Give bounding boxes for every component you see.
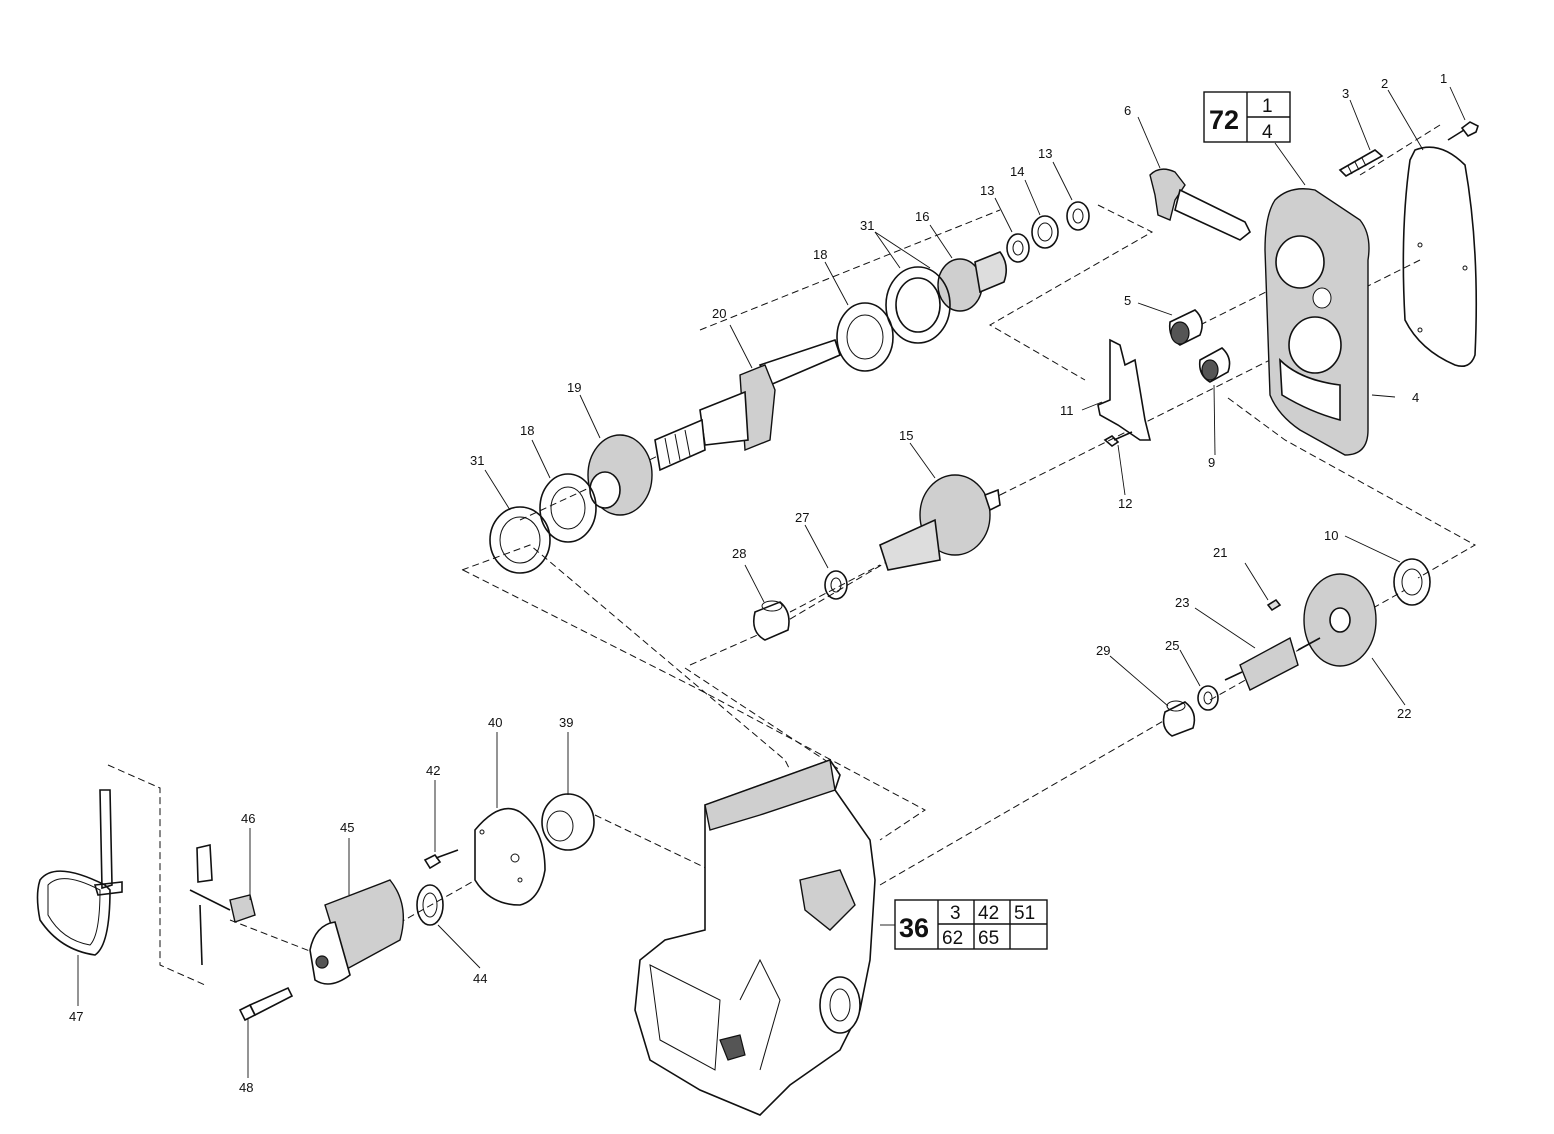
part-5-bushing — [1168, 309, 1203, 346]
part-16-gear — [937, 251, 1008, 312]
part-label-31a: 31 — [860, 218, 874, 233]
part-39-bearing — [541, 793, 595, 851]
part-label-13a: 13 — [1038, 146, 1052, 161]
part-22-gear — [1303, 573, 1377, 667]
part-label-39: 39 — [559, 715, 573, 730]
part-label-25: 25 — [1165, 638, 1179, 653]
part-29-bushing — [1162, 700, 1196, 737]
reference-box-72-cell-2: 4 — [1262, 122, 1273, 143]
part-label-27: 27 — [795, 510, 809, 525]
part-label-18b: 18 — [520, 423, 534, 438]
part-3-screw — [1338, 149, 1384, 177]
part-31-washer-lower — [489, 506, 551, 574]
part-13-washer — [1066, 201, 1090, 231]
part-25-washer — [1197, 685, 1219, 711]
part-10-bearing — [1393, 558, 1431, 606]
part-48-screw — [238, 986, 294, 1022]
part-label-44: 44 — [473, 971, 487, 986]
part-label-45: 45 — [340, 820, 354, 835]
part-label-47: 47 — [69, 1009, 83, 1024]
reference-box-36-cell-3: 51 — [1014, 903, 1035, 924]
part-label-16: 16 — [915, 209, 929, 224]
part-label-9: 9 — [1208, 455, 1215, 470]
part-label-23: 23 — [1175, 595, 1189, 610]
part-12-screw — [1103, 431, 1133, 448]
part-label-14: 14 — [1010, 164, 1024, 179]
gear-case-body — [634, 759, 876, 1116]
reference-box-36-cell-4: 62 — [942, 928, 963, 949]
part-44-washer — [416, 884, 444, 926]
part-label-29: 29 — [1096, 643, 1110, 658]
part-2-cover-plate — [1402, 146, 1478, 368]
part-4-gear-housing — [1264, 188, 1370, 456]
part-number-labels: 1 2 3 4 5 6 9 10 11 12 13 13 14 15 16 18… — [69, 71, 1447, 1095]
part-1-screw — [1447, 121, 1479, 141]
part-label-22: 22 — [1397, 706, 1411, 721]
part-label-15: 15 — [899, 428, 913, 443]
part-20-spindle — [654, 338, 841, 472]
part-21-key — [1266, 598, 1282, 612]
part-label-19: 19 — [567, 380, 581, 395]
part-15-gear-shaft — [879, 474, 1001, 571]
part-label-10: 10 — [1324, 528, 1338, 543]
part-19-gear — [587, 434, 653, 516]
leader-lines — [77, 86, 1466, 1078]
part-label-5: 5 — [1124, 293, 1131, 308]
part-label-3: 3 — [1342, 86, 1349, 101]
part-label-28: 28 — [732, 546, 746, 561]
part-11-bracket — [1097, 338, 1152, 441]
reference-box-36-cell-2: 42 — [978, 903, 999, 924]
part-9-bushing — [1198, 347, 1231, 383]
part-46-chuck-key — [189, 844, 256, 966]
part-label-21: 21 — [1213, 545, 1227, 560]
part-label-4: 4 — [1412, 390, 1419, 405]
part-label-42: 42 — [426, 763, 440, 778]
part-label-1: 1 — [1440, 71, 1447, 86]
reference-box-72-cell-1: 1 — [1262, 96, 1273, 117]
part-13-washer-2 — [1006, 233, 1030, 263]
part-31-washer-upper — [885, 266, 951, 344]
part-18-bearing-upper — [836, 302, 894, 372]
part-6-shaft — [1149, 168, 1252, 241]
part-14-bearing — [1031, 215, 1059, 249]
reference-box-36-cell-1: 3 — [950, 903, 961, 924]
part-label-20: 20 — [712, 306, 726, 321]
part-label-13b: 13 — [980, 183, 994, 198]
reference-box-36-cell-5: 65 — [978, 928, 999, 949]
part-45-chuck — [309, 879, 405, 985]
part-label-18a: 18 — [813, 247, 827, 262]
reference-box-36: 36 3 42 51 62 65 — [894, 899, 1048, 950]
part-label-40: 40 — [488, 715, 502, 730]
part-28-bushing — [752, 600, 790, 641]
parts-artwork — [36, 121, 1479, 1116]
part-18-bearing-lower — [539, 473, 597, 543]
part-40-flange-plate — [474, 807, 546, 906]
part-label-2: 2 — [1381, 76, 1388, 91]
reference-box-72-main: 72 — [1209, 105, 1239, 135]
part-label-46: 46 — [241, 811, 255, 826]
part-27-washer — [824, 570, 848, 600]
part-42-screw — [423, 849, 459, 870]
reference-box-36-main: 36 — [899, 913, 929, 943]
part-47-holder-strap — [36, 789, 123, 956]
reference-box-72: 72 1 4 — [1203, 91, 1291, 143]
part-label-12: 12 — [1118, 496, 1132, 511]
part-23-pinion-shaft — [1224, 636, 1321, 691]
part-label-6: 6 — [1124, 103, 1131, 118]
part-label-31b: 31 — [470, 453, 484, 468]
part-label-11: 11 — [1060, 403, 1074, 418]
part-label-48: 48 — [239, 1080, 253, 1095]
